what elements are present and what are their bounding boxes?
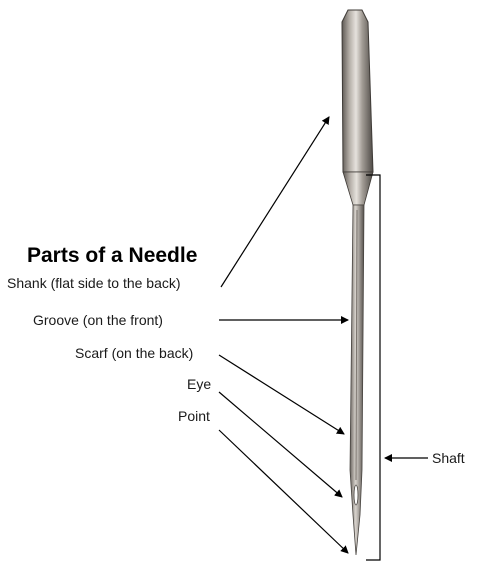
diagram-title: Parts of a Needle — [27, 244, 197, 268]
label-shank: Shank (flat side to the back) — [7, 275, 181, 291]
needle-shank — [342, 10, 373, 172]
needle-taper — [343, 172, 373, 205]
label-point: Point — [178, 408, 210, 424]
scarf-arrow — [219, 355, 344, 434]
eye-arrow — [219, 392, 342, 497]
label-scarf: Scarf (on the back) — [75, 345, 193, 361]
label-groove: Groove (on the front) — [33, 312, 163, 328]
needle-eye — [354, 485, 358, 505]
needle-illustration — [342, 10, 373, 555]
shank-arrow — [221, 117, 329, 287]
label-eye: Eye — [187, 376, 211, 392]
shaft-bracket — [366, 175, 380, 560]
label-shaft: Shaft — [432, 450, 465, 466]
point-arrow — [219, 430, 348, 553]
